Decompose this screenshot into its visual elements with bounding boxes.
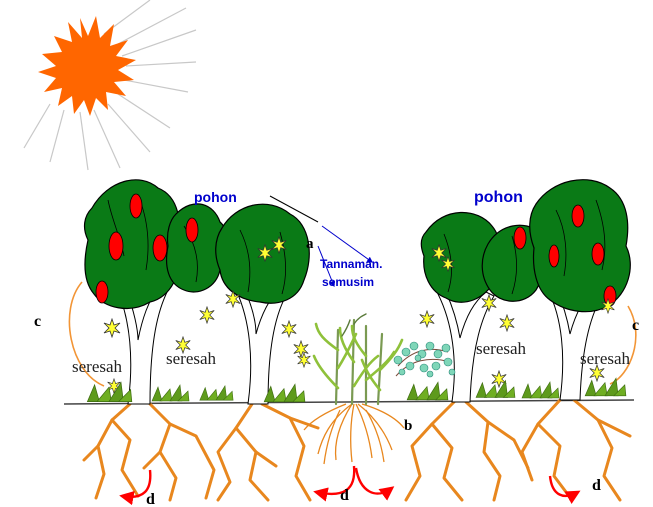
crop-root-icon — [304, 404, 404, 464]
recycling-arrow-icon — [122, 466, 578, 497]
label-d-1: d — [146, 491, 155, 507]
label-seresah-1: seresah — [72, 357, 123, 376]
label-seresah-4: seresah — [580, 349, 631, 368]
label-pohon-left: pohon — [194, 189, 237, 205]
label-a: a — [306, 236, 314, 252]
label-tanaman-semusim-line2: semusim — [322, 275, 374, 289]
legume-cover-crop-icon — [394, 342, 455, 377]
label-b: b — [404, 418, 412, 434]
label-c-left: c — [34, 313, 41, 330]
tree-trunks — [118, 286, 604, 404]
label-seresah-3: seresah — [476, 339, 527, 358]
maize-plant-icon — [314, 314, 402, 404]
label-pohon-right: pohon — [474, 189, 523, 206]
label-d-2: d — [340, 487, 349, 504]
label-c-right: c — [632, 317, 639, 334]
label-seresah-2: seresah — [166, 349, 217, 368]
label-d-3: d — [592, 477, 601, 494]
root-system-icon — [84, 400, 630, 500]
label-tanaman-semusim-line1: Tannaman. — [320, 257, 382, 271]
sun-icon — [24, 0, 196, 170]
